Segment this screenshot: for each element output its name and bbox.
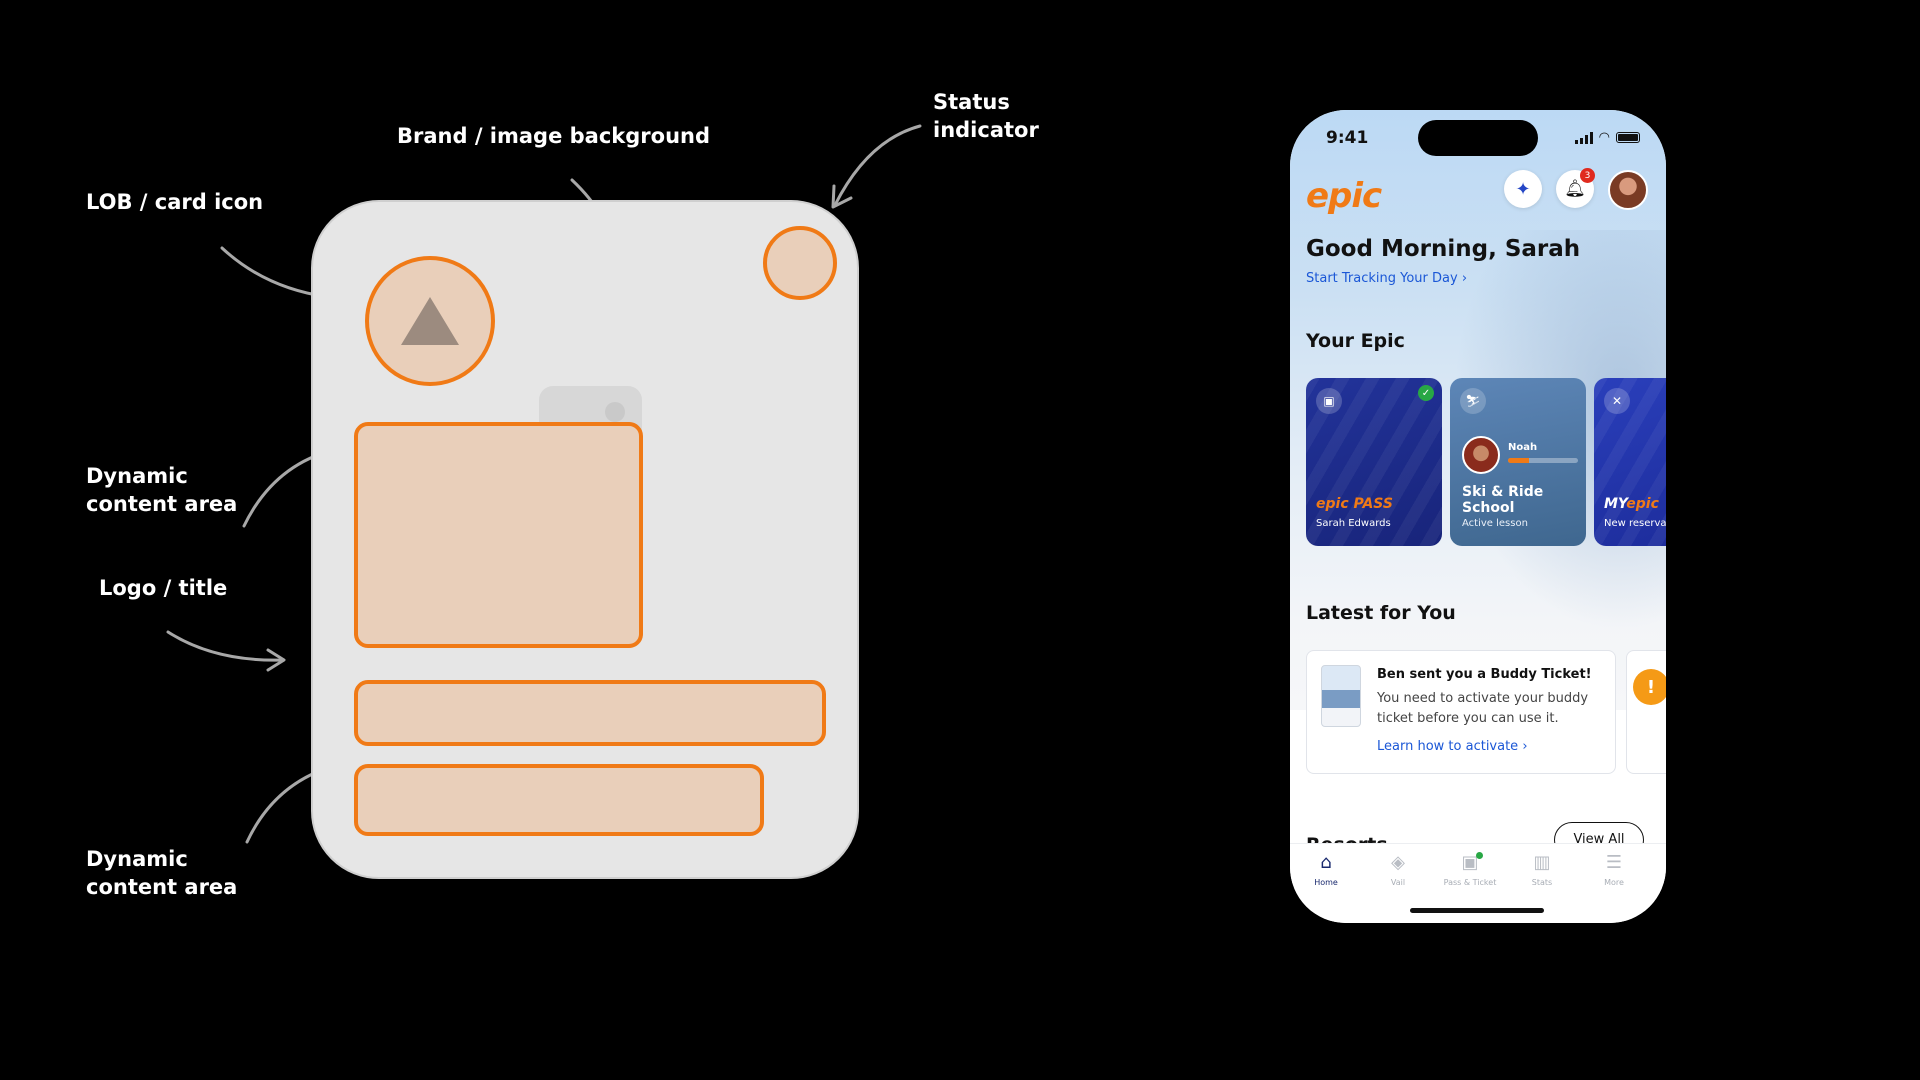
new-reservation-label: New reserva: [1604, 518, 1666, 529]
annotation-lob-icon: LOB / card icon: [86, 190, 264, 214]
ticket-icon: ◈: [1391, 852, 1405, 873]
tab-stats-label: Stats: [1531, 878, 1553, 887]
status-icons: ◠: [1574, 130, 1640, 145]
status-bar: 9:41 ◠: [1290, 110, 1666, 164]
annotation-brand-background: Brand / image background: [397, 124, 711, 148]
buddy-ticket-body: You need to activate your buddy ticket b…: [1377, 691, 1589, 726]
card-anatomy-diagram: [311, 200, 859, 879]
chevron-right-icon: ›: [1461, 271, 1468, 286]
epic-logo: epic: [1306, 176, 1382, 216]
wifi-icon: ◠: [1598, 130, 1610, 145]
annotation-status-line-2: indicator: [933, 118, 1039, 142]
ski-tools-icon: ✕: [1604, 388, 1630, 414]
tab-home[interactable]: ⌂ Home: [1290, 852, 1362, 887]
ski-ride-school-card[interactable]: ⛷ Noah Ski & Ride School Active lesson: [1450, 378, 1586, 546]
lob-card-icon-placeholder: [365, 256, 495, 386]
child-avatar: [1462, 436, 1500, 474]
annotation-dynamic-line-1: Dynamic: [86, 847, 188, 871]
card-pattern: [1306, 378, 1442, 546]
home-indicator: [1410, 908, 1544, 913]
my-epic-card[interactable]: ✕ MYepic New reserva: [1594, 378, 1666, 546]
arrow-status-indicator-head: [831, 184, 853, 209]
battery-icon: [1616, 132, 1640, 143]
tab-home-label: Home: [1314, 878, 1338, 887]
learn-how-label: Learn how to activate: [1377, 739, 1519, 754]
pass-status-dot: [1476, 852, 1483, 859]
notification-badge: 3: [1580, 168, 1595, 183]
ski-school-title: Ski & Ride School: [1462, 484, 1544, 516]
signal-icon: [1574, 131, 1593, 144]
notifications-button[interactable]: 🔔︎ 3: [1556, 168, 1595, 208]
tab-vail[interactable]: ◈ Vail: [1362, 852, 1434, 887]
annotation-dynamic-content-top: Dynamic content area: [86, 462, 237, 518]
ski-school-status: Active lesson: [1462, 518, 1528, 529]
pass-holder-name: Sarah Edwards: [1316, 518, 1391, 529]
epic-label: epic: [1626, 496, 1659, 512]
check-status-icon: ✓: [1418, 385, 1434, 401]
greeting-title: Good Morning, Sarah: [1306, 236, 1581, 262]
your-epic-title: Your Epic: [1306, 330, 1405, 352]
tab-more-label: More: [1604, 878, 1624, 887]
next-news-card[interactable]: !: [1626, 650, 1666, 774]
pass-icon: ▣: [1461, 852, 1479, 873]
epic-pass-logo: epic PASS: [1316, 496, 1393, 512]
logo-title-placeholder: [354, 680, 826, 746]
lesson-progress-bar: [1508, 458, 1578, 463]
tab-pass-ticket[interactable]: ▣ Pass & Ticket: [1434, 852, 1506, 887]
stats-icon: ▥: [1533, 852, 1551, 873]
tab-stats[interactable]: ▥ Stats: [1506, 852, 1578, 887]
chevron-right-icon: ›: [1522, 739, 1528, 754]
warning-icon: !: [1633, 669, 1666, 705]
buddy-ticket-thumbnail: [1321, 665, 1361, 727]
lesson-progress-fill: [1508, 458, 1529, 463]
dynamic-island: [1418, 120, 1538, 156]
latest-for-you-title: Latest for You: [1306, 602, 1456, 624]
tab-vail-label: Vail: [1390, 878, 1406, 887]
card-pattern: [1594, 378, 1666, 546]
annotation-dynamic-line-2: content area: [86, 875, 238, 899]
epic-pass-card[interactable]: ▣ ✓ epic PASS Sarah Edwards: [1306, 378, 1442, 546]
annotation-status-indicator: Status indicator: [933, 88, 1039, 144]
tab-more[interactable]: ☰ More: [1578, 852, 1650, 887]
buddy-ticket-card[interactable]: Ben sent you a Buddy Ticket! You need to…: [1306, 650, 1616, 774]
ski-school-icon: ⛷: [1460, 388, 1486, 414]
annotation-dynamic-line-2: content area: [86, 492, 238, 516]
start-tracking-link[interactable]: Start Tracking Your Day ›: [1306, 271, 1467, 286]
arrow-logo-title-head: [266, 648, 286, 672]
my-label: MY: [1604, 496, 1627, 512]
arrow-status-indicator: [833, 124, 922, 207]
dynamic-content-area-top: [354, 422, 643, 648]
profile-avatar[interactable]: [1608, 170, 1648, 210]
annotation-logo-title: Logo / title: [99, 576, 228, 600]
phone-mockup: 9:41 ◠ epic ✦ 🔔︎ 3 Good Morning, Sarah S…: [1290, 110, 1666, 923]
annotation-dynamic-line-1: Dynamic: [86, 464, 188, 488]
annotation-status-line-1: Status: [933, 90, 1010, 114]
child-name: Noah: [1508, 442, 1538, 453]
pass-icon: ▣: [1316, 388, 1342, 414]
my-epic-logo: MYepic: [1604, 496, 1659, 512]
annotation-dynamic-content-bottom: Dynamic content area: [86, 845, 237, 901]
triangle-icon: [401, 297, 459, 345]
ai-assistant-button[interactable]: ✦: [1504, 170, 1542, 208]
home-icon: ⌂: [1320, 852, 1332, 873]
learn-how-link[interactable]: Learn how to activate ›: [1377, 739, 1528, 754]
menu-icon: ☰: [1605, 852, 1623, 873]
bell-icon: 🔔︎: [1564, 179, 1586, 199]
status-indicator-placeholder: [763, 226, 837, 300]
sparkle-icon: ✦: [1515, 178, 1531, 200]
dynamic-content-area-bottom: [354, 764, 764, 836]
arrow-logo-title: [166, 630, 285, 662]
start-tracking-label: Start Tracking Your Day: [1306, 271, 1458, 286]
buddy-ticket-title: Ben sent you a Buddy Ticket!: [1377, 667, 1592, 682]
tab-pass-label: Pass & Ticket: [1443, 878, 1497, 887]
status-time: 9:41: [1326, 128, 1369, 148]
